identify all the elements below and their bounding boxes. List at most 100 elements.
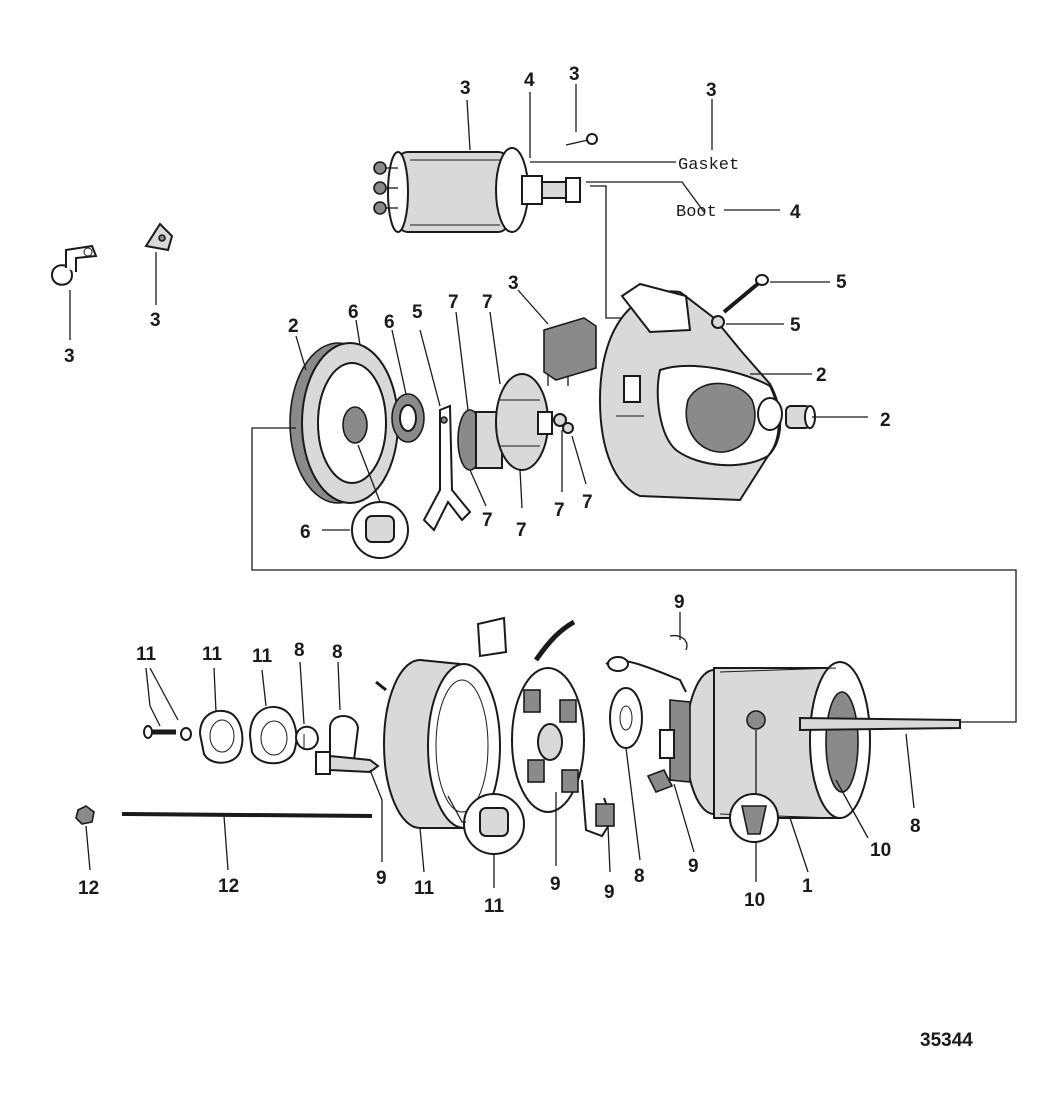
gasket-11a-leader — [213, 667, 217, 713]
pole-screw-part — [729, 730, 779, 843]
callout-screw-3: 3 — [569, 64, 580, 85]
boot-leader — [586, 181, 705, 213]
callout-nut-12: 12 — [78, 878, 99, 899]
callout-pinion-7c: 7 — [482, 510, 493, 531]
callout-bolt-5: 5 — [836, 272, 847, 293]
pinion-7a-leader — [455, 311, 469, 411]
callout-spring-8b: 8 — [332, 642, 343, 663]
nut-12-leader — [85, 825, 91, 871]
relay-part — [543, 317, 597, 386]
boot-to-housing-leader — [590, 185, 626, 319]
screw-11-part — [143, 725, 192, 741]
callout-gasket-11b: 11 — [252, 646, 273, 667]
callout-bushing-7f: 7 — [582, 492, 593, 513]
lead-terminal-9-part — [646, 768, 674, 794]
callout-nut-5: 5 — [790, 315, 801, 336]
callout-bushing-6: 6 — [300, 522, 311, 543]
spring-8b-leader — [337, 661, 341, 711]
gasket-11b-part — [248, 706, 298, 765]
callout-housing-2: 2 — [816, 365, 827, 386]
housing-bolt-part — [711, 274, 769, 329]
callout-brush-9a: 9 — [550, 874, 561, 895]
callout-seal-6: 6 — [384, 312, 395, 333]
shift-fork-part — [422, 404, 472, 532]
nut-12-part — [75, 805, 95, 825]
gasket-11b-leader — [261, 669, 267, 707]
boot-label: Boot — [676, 203, 717, 222]
pinion-7b-leader — [489, 311, 501, 385]
callout-solenoid-4: 4 — [524, 70, 535, 91]
plate-2-leader — [295, 335, 307, 371]
armature-8-leader — [905, 733, 915, 809]
callout-screw-10: 10 — [744, 890, 765, 911]
bracket-part — [50, 244, 98, 286]
callout-gasket-11a: 11 — [202, 644, 223, 665]
gasket-11a-part — [198, 709, 244, 764]
bolt-9-leader — [369, 769, 383, 862]
bushing-2-part — [785, 405, 816, 429]
callout-bolt-9: 9 — [376, 868, 387, 889]
callout-plate-6: 6 — [348, 302, 359, 323]
callout-top-9: 9 — [674, 592, 685, 613]
brush-spring-8a-part — [294, 725, 320, 751]
callout-bushing-2: 2 — [880, 410, 891, 431]
gasket-screw-part — [565, 133, 598, 146]
gasket-label: Gasket — [678, 156, 739, 175]
pinion-7d-leader — [519, 469, 523, 509]
callout-brush-9b: 9 — [604, 882, 615, 903]
end-frame-part — [375, 659, 501, 829]
callout-bushing-11: 11 — [484, 896, 505, 917]
washer-8-leader — [625, 747, 641, 861]
callout-washer-8: 8 — [634, 866, 645, 887]
frame-11-leader — [419, 827, 425, 873]
callout-frame-11: 11 — [414, 878, 435, 899]
solenoid-3-leader — [466, 99, 471, 151]
callout-screws-11: 11 — [136, 644, 157, 665]
callout-pinion-7d: 7 — [516, 520, 527, 541]
spring-8a-leader — [299, 661, 305, 725]
callout-pinion-7a: 7 — [448, 292, 459, 313]
callout-frame-1: 1 — [802, 876, 813, 897]
callout-armature-8: 8 — [910, 816, 921, 837]
bolt-9-part — [315, 751, 380, 775]
screws-11-leader-b — [149, 667, 179, 721]
brush-9b-leader — [607, 825, 611, 873]
drawing-number: 35344 — [920, 1030, 973, 1051]
through-rod-part — [121, 812, 373, 818]
lead-9-leader — [673, 783, 695, 853]
callout-spring-8a: 8 — [294, 640, 305, 661]
callout-lead-9: 9 — [688, 856, 699, 877]
callout-solenoid-3: 3 — [460, 78, 471, 99]
callout-fork-5: 5 — [412, 302, 423, 323]
plate-6-leader — [355, 319, 361, 346]
rod-12-leader — [223, 815, 229, 871]
callout-plate-2: 2 — [288, 316, 299, 337]
callout-clip-3: 3 — [150, 310, 161, 331]
callout-bracket-3: 3 — [64, 346, 75, 367]
relay-leader — [517, 289, 549, 325]
small-bushings-part — [553, 413, 574, 434]
bushing-7f-leader — [571, 435, 587, 485]
frame-1-leader — [789, 817, 809, 873]
screws-11-leader-a — [145, 667, 161, 727]
pinion-7c-leader — [469, 469, 487, 507]
callout-bushing-7e: 7 — [554, 500, 565, 521]
wire-loop — [251, 427, 1017, 723]
seal-ring-part — [391, 393, 425, 443]
seal-6-leader — [391, 329, 407, 395]
drive-housing-part — [598, 282, 783, 502]
top-9-clip — [669, 634, 688, 651]
callout-relay-3: 3 — [508, 273, 519, 294]
callout-rod-12: 12 — [218, 876, 239, 897]
fork-5-leader — [419, 329, 441, 407]
solenoid-part — [373, 147, 581, 233]
drive-end-plate-part — [289, 342, 399, 504]
callout-right-10: 10 — [870, 840, 891, 861]
right-10-leader — [835, 779, 869, 839]
callout-pinion-7b: 7 — [482, 292, 493, 313]
callout-boot-4: 4 — [790, 202, 801, 223]
callout-gasket-3: 3 — [706, 80, 717, 101]
bushing-detail-6 — [351, 444, 409, 559]
